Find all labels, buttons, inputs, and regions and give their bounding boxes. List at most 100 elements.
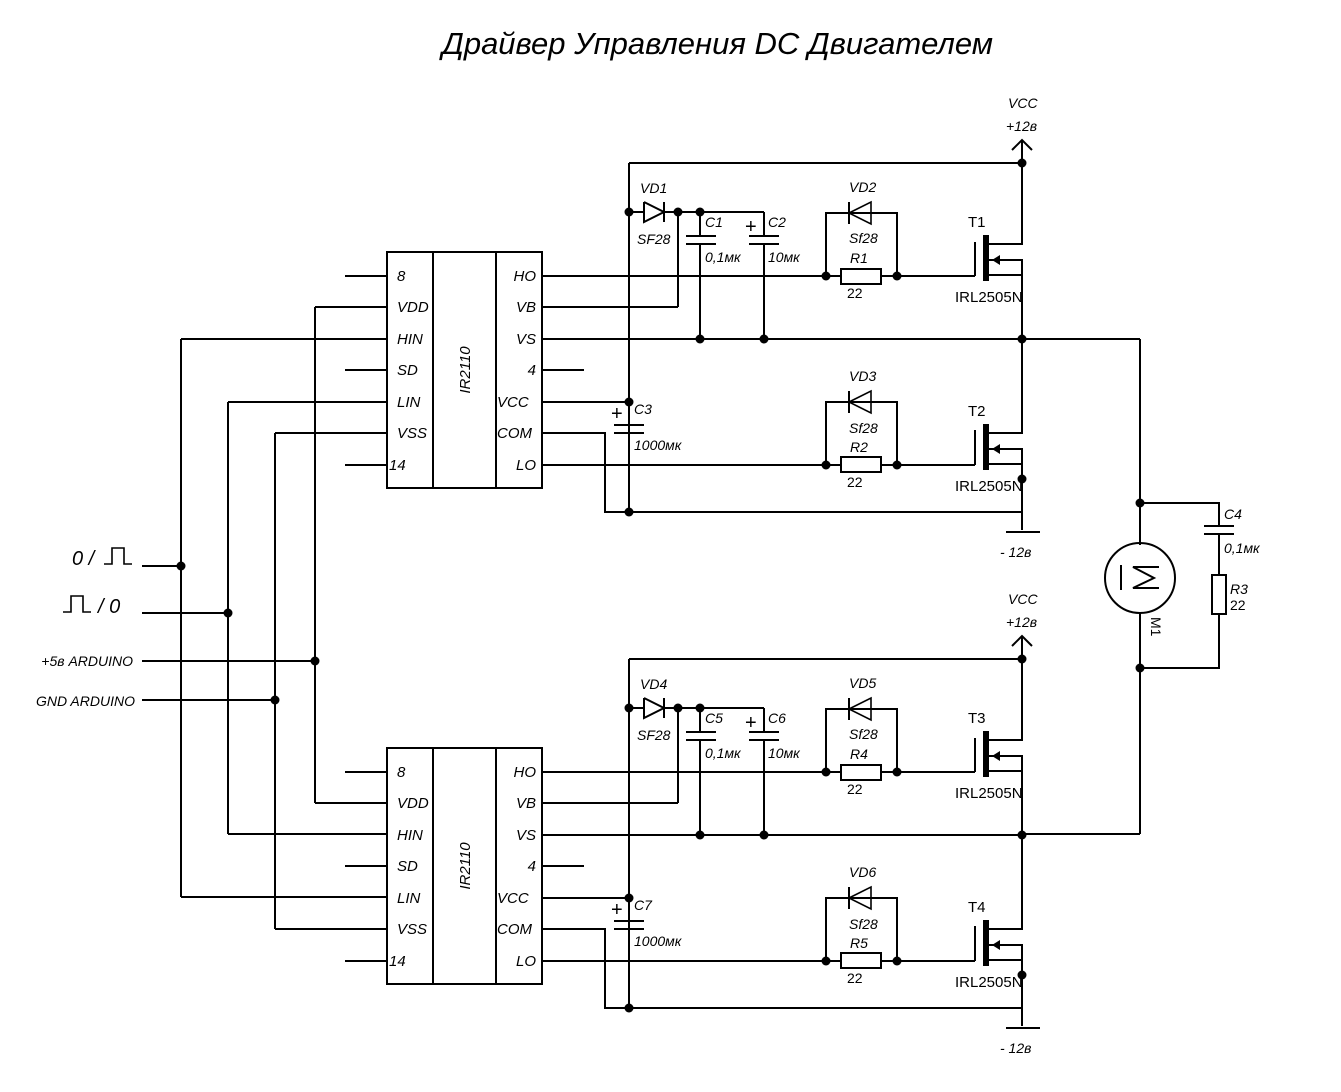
wire <box>989 339 1023 434</box>
r3-value: 22 <box>1230 597 1246 613</box>
ic-pin-right: COM <box>497 921 533 938</box>
signal-b-label: / 0 <box>96 596 120 618</box>
low-fet-part: IRL2505N <box>955 478 1023 495</box>
resistor <box>840 764 882 781</box>
c4-ref: C4 <box>1224 506 1242 522</box>
ic-pin-left: SD <box>397 362 418 379</box>
ic-pin-left: VDD <box>397 795 429 812</box>
ic-name: IR2110 <box>457 346 474 394</box>
ic-pin-left: 8 <box>397 268 406 285</box>
plus-sign: + <box>745 216 757 238</box>
plus-sign: + <box>611 899 623 921</box>
c4-value: 0,1мк <box>1224 540 1261 556</box>
ic-pin-left: VSS <box>397 921 427 938</box>
wire <box>825 401 898 465</box>
wire <box>989 659 1023 741</box>
lower-ic-input-wiring <box>181 802 387 930</box>
high-fet-part: IRL2505N <box>955 785 1023 802</box>
junction-dot <box>1017 970 1027 980</box>
mosfet-arrow-icon <box>992 444 1000 454</box>
resistor <box>840 268 882 285</box>
diagram-title: Драйвер Управления DC Двигателем <box>439 26 993 61</box>
motor-m1: M1 <box>1104 542 1176 637</box>
ic-pin-left: SD <box>397 858 418 875</box>
c-elec-value: 10мк <box>768 745 801 761</box>
low-res-value: 22 <box>847 474 863 490</box>
junction-dot <box>759 830 769 840</box>
ic-pin-right: VB <box>516 299 536 316</box>
ic-pin-right: 4 <box>528 858 536 875</box>
wire <box>825 708 898 772</box>
ic-body <box>386 747 543 985</box>
high-diode-part: Sf28 <box>849 230 878 246</box>
low-diode-ref: VD6 <box>849 864 876 880</box>
ic-pin-right: LO <box>516 953 536 970</box>
plus5-arduino-label: +5в ARDUINO <box>41 653 133 669</box>
low-diode-part: Sf28 <box>849 420 878 436</box>
junction-dot <box>624 507 634 517</box>
plus-sign: + <box>611 403 623 425</box>
junction-dot <box>695 334 705 344</box>
ic-pin-left: 14 <box>389 953 406 970</box>
low-res-value: 22 <box>847 970 863 986</box>
gnd-label: - 12в <box>1000 1040 1031 1056</box>
wire <box>989 163 1023 245</box>
r3-ref: R3 <box>1230 581 1248 597</box>
com-wire <box>542 432 1022 513</box>
bootstrap-diode-ref: VD1 <box>640 180 667 196</box>
input-bus <box>142 307 320 929</box>
c-small-ref: C5 <box>705 710 723 726</box>
plus-sign: + <box>745 712 757 734</box>
c-bulk-ref: C3 <box>634 401 652 417</box>
ic-pin-right: VCC <box>497 890 529 907</box>
ic-pin-right: VS <box>516 331 536 348</box>
mosfet-channel <box>983 920 989 966</box>
diode-icon <box>643 201 667 224</box>
vcc-label: VCC <box>1008 95 1038 111</box>
c-small-ref: C1 <box>705 214 723 230</box>
ic-pin-left: VSS <box>397 425 427 442</box>
bootstrap-diode-ref: VD4 <box>640 676 667 692</box>
junction-dot <box>624 1003 634 1013</box>
c-elec-value: 10мк <box>768 249 801 265</box>
diode-icon <box>643 697 667 720</box>
ic-pin-right: VS <box>516 827 536 844</box>
ic-pin-right: VCC <box>497 394 529 411</box>
high-diode-part: Sf28 <box>849 726 878 742</box>
diode-icon <box>847 200 872 226</box>
ic-name: IR2110 <box>457 842 474 890</box>
high-fet-part: IRL2505N <box>955 289 1023 306</box>
bootstrap-diode-part: SF28 <box>637 727 671 743</box>
gnd-arduino-label: GND ARDUINO <box>36 693 135 709</box>
low-fet-ref: T2 <box>968 403 986 420</box>
ic-pin-left: 14 <box>389 457 406 474</box>
c-small-value: 0,1мк <box>705 249 742 265</box>
wire <box>989 835 1023 930</box>
ic-pin-right: 4 <box>528 362 536 379</box>
mosfet-channel <box>983 731 989 777</box>
mosfet-channel <box>983 424 989 470</box>
resistor <box>840 952 882 969</box>
pulse-icon <box>63 595 91 613</box>
low-res-ref: R5 <box>850 935 868 951</box>
c-bulk-ref: C7 <box>634 897 653 913</box>
vcc-value: +12в <box>1006 614 1037 630</box>
resistor <box>840 456 882 473</box>
mosfet-arrow-icon <box>992 255 1000 265</box>
mosfet-arrow-icon <box>992 940 1000 950</box>
ic-pin-right: VB <box>516 795 536 812</box>
pulse-icon <box>104 547 132 565</box>
junction-dot <box>624 893 634 903</box>
vcc-label: VCC <box>1008 591 1038 607</box>
ic-pin-right: HO <box>514 764 537 781</box>
ic-pin-left: LIN <box>397 890 421 907</box>
high-res-value: 22 <box>847 781 863 797</box>
input-signal-b: / 0 <box>63 595 120 618</box>
ic-pin-right: LO <box>516 457 536 474</box>
signal-a-label: 0 / <box>72 548 97 570</box>
diode-icon <box>847 389 872 415</box>
mosfet-channel <box>983 235 989 281</box>
upper-ic-input-wiring <box>181 306 387 434</box>
